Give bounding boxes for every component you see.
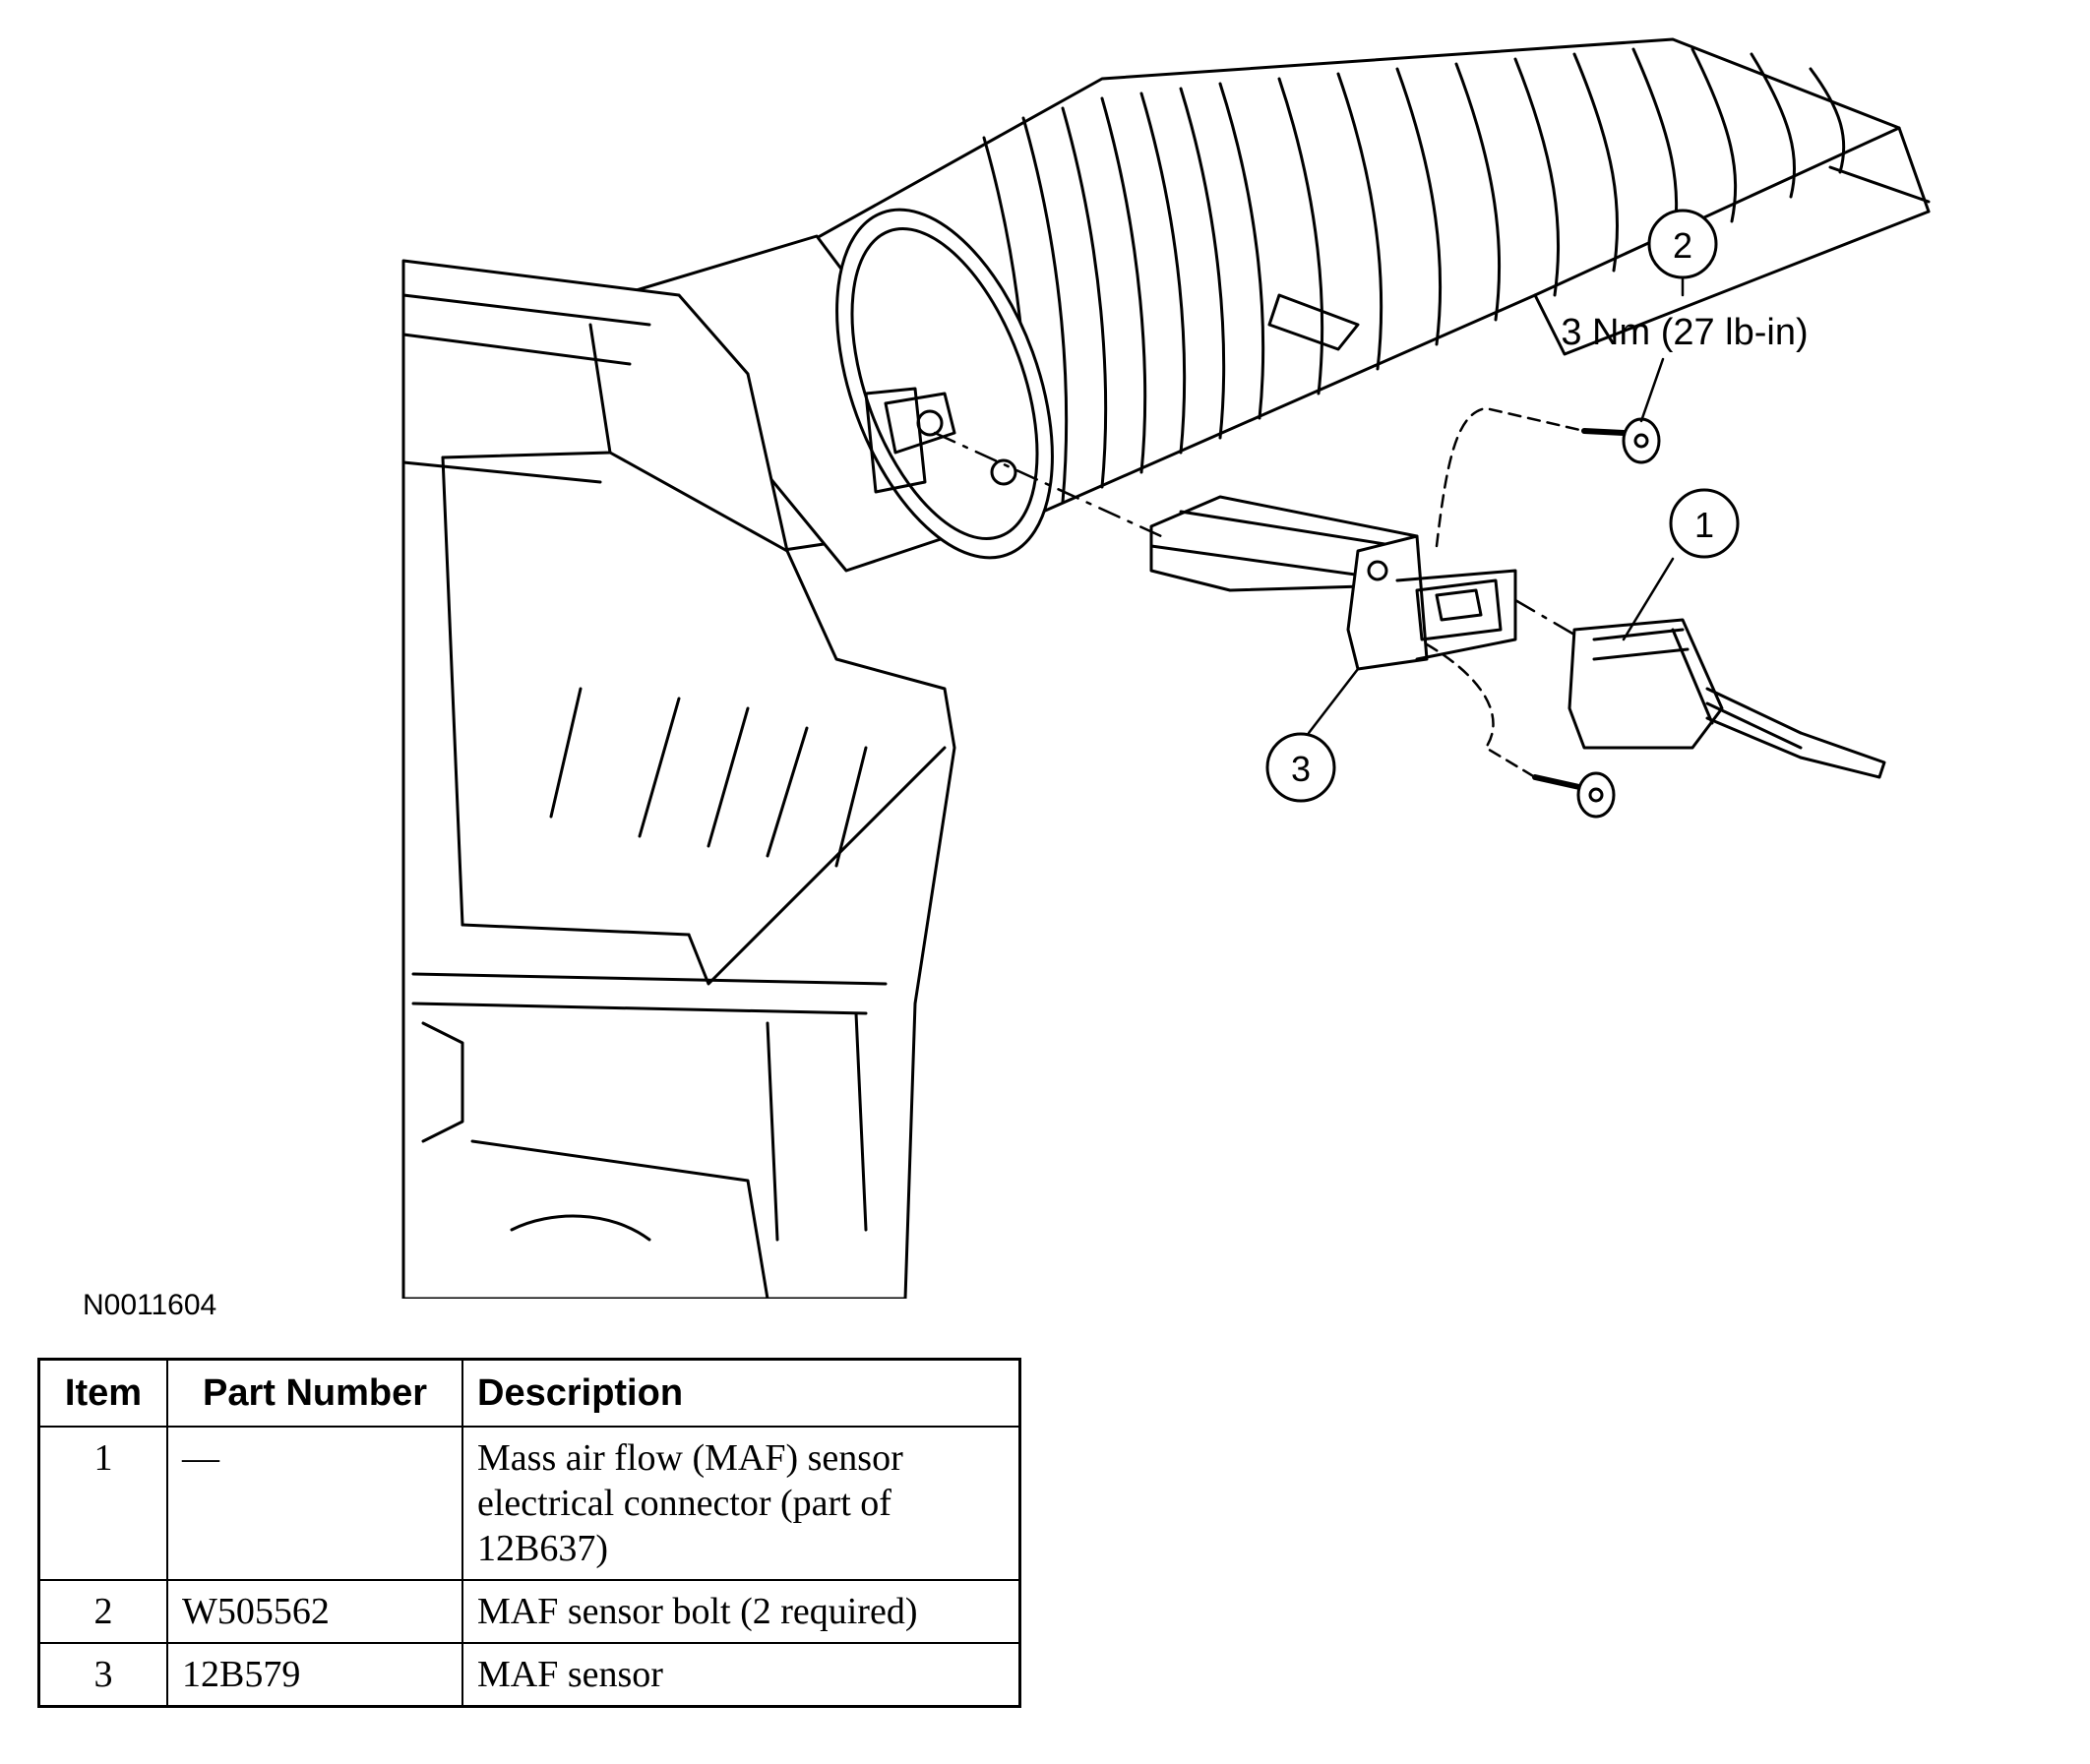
header-item: Item <box>37 1358 168 1428</box>
row-3-description: MAF sensor <box>461 1642 1021 1708</box>
air-cleaner-housing <box>401 259 956 1299</box>
callout-3-number: 3 <box>1291 749 1311 789</box>
table-header-row: Item Part Number Description <box>37 1358 1021 1428</box>
table-row: 1 — Mass air flow (MAF) sensor electrica… <box>37 1426 1021 1581</box>
callout-leaders <box>1307 276 1685 735</box>
callout-1: 1 <box>1669 488 1740 559</box>
header-part-number: Part Number <box>166 1358 463 1428</box>
row-2-description: MAF sensor bolt (2 required) <box>461 1579 1021 1644</box>
row-3-part-number: 12B579 <box>166 1642 463 1708</box>
table-row: 3 12B579 MAF sensor <box>37 1642 1021 1708</box>
callout-2: 2 3 Nm (27 lb-in) <box>1561 209 1809 353</box>
airbox-outlet-tube <box>618 208 1054 573</box>
torque-spec-label: 3 Nm (27 lb-in) <box>1561 312 1808 353</box>
row-1-description: Mass air flow (MAF) sensor electrical co… <box>461 1426 1021 1581</box>
callout-3: 3 <box>1265 732 1336 803</box>
row-2-part-number: W505562 <box>166 1579 463 1644</box>
row-1-part-number: — <box>166 1426 463 1581</box>
maf-sensor <box>1149 495 1517 671</box>
callout-1-number: 1 <box>1694 505 1714 545</box>
row-1-item: 1 <box>37 1426 168 1581</box>
callout-2-number: 2 <box>1673 225 1692 266</box>
maf-sensor-bolt-upper <box>1581 417 1661 464</box>
table-row: 2 W505562 MAF sensor bolt (2 required) <box>37 1579 1021 1644</box>
row-3-item: 3 <box>37 1642 168 1708</box>
header-description: Description <box>461 1358 1021 1428</box>
figure-id-label: N0011604 <box>83 1289 217 1321</box>
row-2-item: 2 <box>37 1579 168 1644</box>
maf-sensor-illustration: 1 2 3 Nm (27 lb-in) 3 <box>401 37 1931 1299</box>
installation-path-lines <box>933 406 1586 779</box>
maf-sensor-bolt-lower <box>1532 771 1616 819</box>
maf-electrical-connector <box>1568 618 1886 779</box>
parts-table: Item Part Number Description 1 — Mass ai… <box>37 1358 1021 1708</box>
